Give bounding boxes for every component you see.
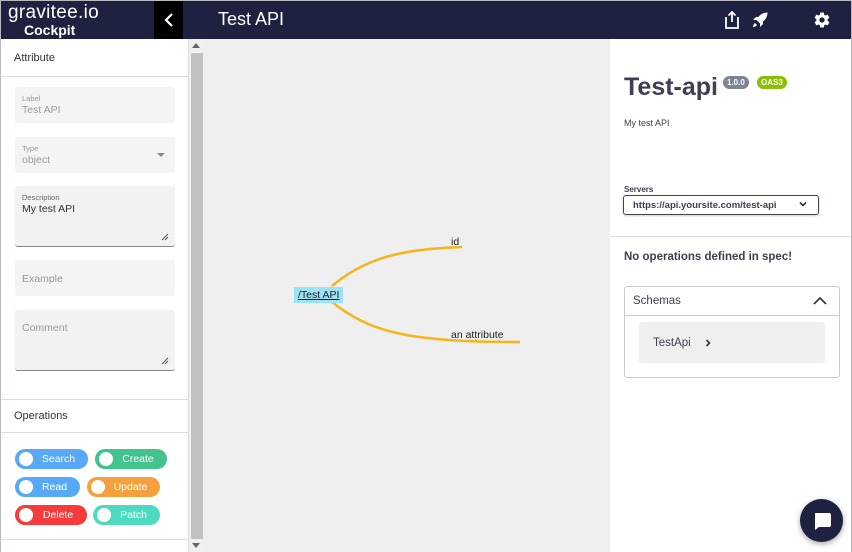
operation-label: Read [41,481,68,493]
dropdown-caret-icon [157,153,165,157]
example-field[interactable]: Example [15,260,175,296]
deploy-button[interactable] [750,10,770,30]
schemas-section: Schemas TestApi [624,286,840,378]
resize-handle-icon[interactable] [159,355,169,365]
operation-patch-toggle[interactable]: Patch [93,505,160,525]
page-title: Test API [218,9,285,29]
schemas-title: Schemas [633,295,681,307]
chevron-up-icon[interactable] [813,295,827,307]
version-badge: 1.0.0 [723,76,749,89]
label-field[interactable]: Label Test API [15,87,175,123]
chevron-down-icon [799,201,807,207]
comment-placeholder: Comment [22,322,68,334]
resize-handle-icon[interactable] [159,231,169,241]
attribute-section-title: Attribute [1,39,188,77]
chevron-right-icon [705,338,711,347]
operation-label: Update [113,481,148,493]
operation-create-toggle[interactable]: Create [95,449,167,469]
settings-button[interactable] [812,10,832,30]
attribute-panel: Attribute Label Test API Type object Des… [1,39,189,552]
mindmap-branches [331,245,521,344]
servers-select[interactable]: https://api.yoursite.com/test-api [623,195,819,215]
operation-label: Search [41,453,76,465]
logo-text: gravitee.io [8,2,99,23]
type-field-value: object [22,154,51,166]
toggle-knob [97,508,111,522]
divider [1,539,188,540]
comment-field[interactable]: Comment [15,310,175,371]
gravitee-logo[interactable]: gravitee.io Cockpit [8,2,154,38]
back-button[interactable] [154,1,183,39]
toggle-knob [91,480,105,494]
scroll-down-icon[interactable] [192,543,200,548]
servers-label: Servers [624,185,654,194]
schemas-header[interactable]: Schemas [625,287,839,316]
operation-label: Delete [42,509,74,521]
description-field-value: My test API [22,203,76,215]
schema-item-testapi[interactable]: TestApi [639,322,825,363]
mindmap-canvas[interactable]: /Test API id an attribute [204,39,610,552]
operation-read-toggle[interactable]: Read [15,477,80,497]
chevron-left-icon [163,13,173,27]
type-select[interactable]: Type object [15,137,175,173]
top-bar: gravitee.io Cockpit Test API [1,1,851,39]
scrollbar-thumb[interactable] [191,53,203,539]
operation-label: Patch [120,509,147,521]
description-field-label: Description [22,193,60,202]
branch-attribute [331,301,521,344]
operations-section-title: Operations [1,399,188,433]
share-icon [725,11,739,29]
operation-label: Create [122,453,154,465]
toggle-knob [99,452,113,466]
label-field-value: Test API [22,104,61,116]
server-url: https://api.yoursite.com/test-api [633,199,777,211]
chat-button[interactable] [800,499,843,542]
logo-subtitle: Cockpit [24,22,76,38]
share-button[interactable] [722,10,742,30]
operation-update-toggle[interactable]: Update [87,477,160,497]
left-panel-scrollbar[interactable] [189,39,204,552]
api-spec-panel: Test-api 1.0.0 OAS3 My test API Servers … [610,39,851,552]
schema-name: TestApi [653,336,691,349]
rocket-icon [753,12,768,27]
operation-search-toggle[interactable]: Search [15,449,88,469]
no-operations-message: No operations defined in spec! [624,251,793,263]
toggle-knob [19,452,33,466]
mindmap-node-attribute[interactable]: an attribute [451,329,504,341]
operation-delete-toggle[interactable]: Delete [15,505,87,525]
toggle-knob [19,480,33,494]
divider [610,236,851,237]
label-field-label: Label [22,94,41,103]
scroll-up-icon[interactable] [192,43,200,48]
description-field[interactable]: Description My test API [15,186,175,247]
api-description: My test API [624,118,670,128]
api-title: Test-api [624,73,718,101]
example-placeholder: Example [22,273,63,285]
gear-icon [814,12,830,28]
chat-bubble-icon [814,512,831,530]
oas-badge: OAS3 [757,76,787,89]
type-field-label: Type [22,144,39,153]
branch-id [331,245,463,287]
mindmap-root-node[interactable]: /Test API [294,287,344,303]
toggle-knob [19,508,33,522]
mindmap-node-id[interactable]: id [451,236,460,248]
